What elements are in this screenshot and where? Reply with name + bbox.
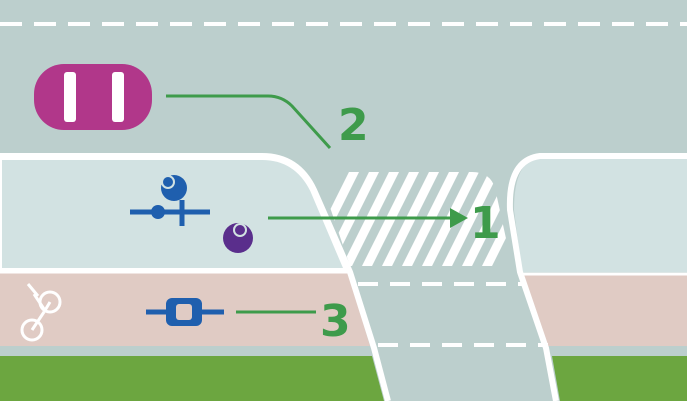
grass-right xyxy=(552,356,687,401)
grass-left xyxy=(0,356,384,401)
car-icon xyxy=(34,64,152,130)
annotation-line-2 xyxy=(166,94,332,150)
label-1: 1 xyxy=(470,198,501,249)
cyclist-icon xyxy=(146,298,224,326)
sidewalk-right xyxy=(514,158,687,272)
curb-right xyxy=(506,153,687,401)
pedestrian-icon xyxy=(130,175,210,226)
label-3: 3 xyxy=(320,296,351,347)
pedestrian-icon xyxy=(223,223,253,253)
label-2: 2 xyxy=(338,100,369,151)
bike-lane-right xyxy=(522,274,687,346)
bicycle-icon xyxy=(20,283,62,342)
curb-left xyxy=(0,153,391,401)
arrow-head-icon xyxy=(450,208,468,228)
